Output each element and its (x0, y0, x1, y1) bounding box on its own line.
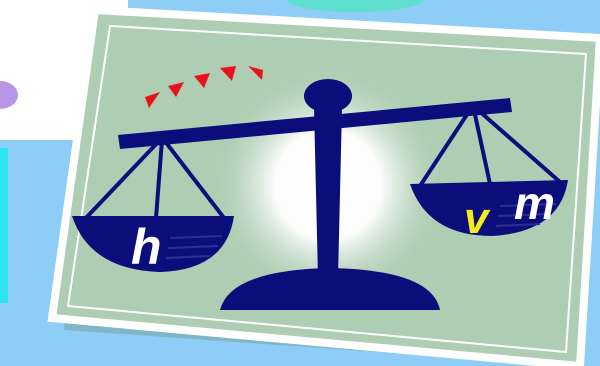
bg-teal-shape (287, 0, 423, 12)
right-pan-label-m: m (514, 180, 555, 226)
bg-cyan-bar (0, 148, 8, 303)
right-pan-label-v: v (464, 197, 488, 241)
left-pan-label: h (131, 222, 162, 272)
